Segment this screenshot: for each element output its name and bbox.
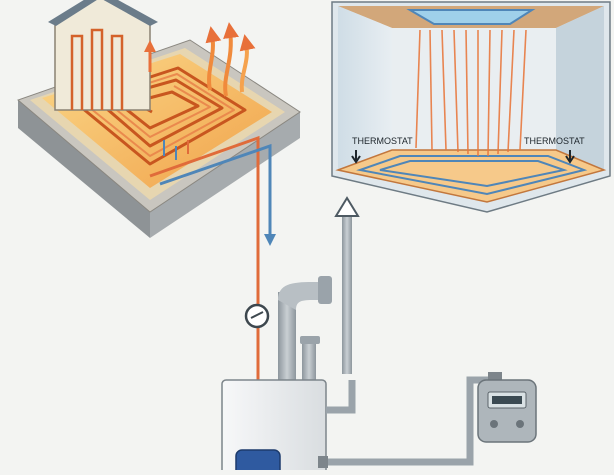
room-left-wall xyxy=(338,6,392,170)
floor-heating-pipe-coil xyxy=(69,66,247,166)
room-floor-pipe-loop xyxy=(356,155,588,196)
slab-front-side xyxy=(18,100,150,238)
thermostat-label-left: THERMOSTAT xyxy=(352,136,413,146)
ceiling-heating-grid xyxy=(406,9,536,25)
boiler-icon xyxy=(221,379,327,475)
boiler-flue-pipes xyxy=(278,276,332,384)
thermostat-right-arrow xyxy=(565,150,575,164)
room-right-wall xyxy=(556,6,604,170)
manifold-flow-arrows xyxy=(163,140,189,160)
room-back-wall xyxy=(392,28,556,150)
floor-supply-return-pipes xyxy=(149,135,276,380)
house-floor-cutaway xyxy=(17,0,301,238)
riser-to-room xyxy=(334,196,360,374)
rising-heat-arrows xyxy=(144,22,256,97)
house-roof xyxy=(48,0,158,26)
riser-up-arrow xyxy=(334,196,360,217)
room-heated-floor xyxy=(335,149,607,203)
gas-meter-icon xyxy=(477,372,537,443)
wall-heating-pipe xyxy=(70,28,124,110)
gas-supply-line xyxy=(318,376,492,468)
room-cutaway: THERMOSTAT THERMOSTAT xyxy=(331,1,611,213)
return-down-arrow xyxy=(264,234,276,246)
radiant-heat-streaks xyxy=(415,29,527,157)
thermostat-left-arrow xyxy=(351,150,361,164)
thermostat-label-right: THERMOSTAT xyxy=(524,136,585,146)
slab-right-side xyxy=(150,112,300,238)
pressure-gauge-icon xyxy=(244,303,270,329)
